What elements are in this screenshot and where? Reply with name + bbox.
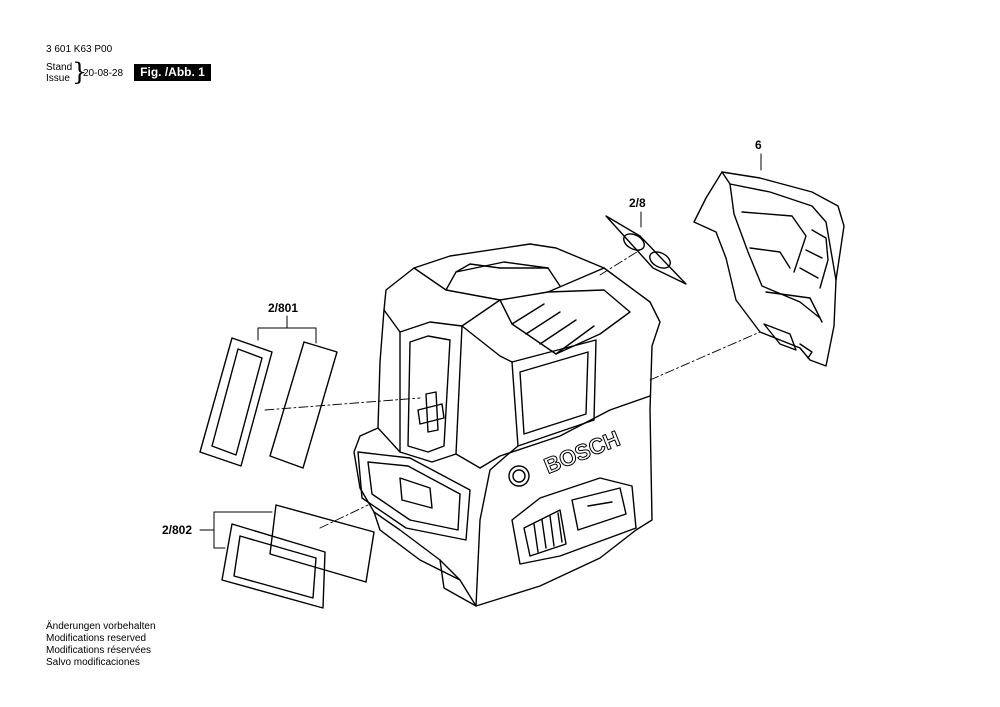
footer-note-es: Salvo modificaciones xyxy=(46,657,140,668)
part-2-802-windows xyxy=(221,504,375,609)
part-label-2-802: 2/802 xyxy=(162,523,192,537)
figure-badge: Fig. /Abb. 1 xyxy=(134,64,211,81)
document-number: 3 601 K63 P00 xyxy=(46,44,113,55)
footer-note-de: Änderungen vorbehalten xyxy=(46,621,156,632)
part-label-2-8: 2/8 xyxy=(629,196,646,210)
stand-label: Stand xyxy=(46,62,73,73)
alignment-lines xyxy=(264,249,761,529)
brace-icon: } xyxy=(72,58,88,86)
part-label-2-801: 2/801 xyxy=(268,301,298,315)
part-2-8-plate xyxy=(605,215,687,285)
laser-level-body xyxy=(353,243,661,607)
leader-lines xyxy=(199,153,762,549)
issue-label: Issue xyxy=(46,73,70,84)
part-2-801-windows xyxy=(199,337,338,469)
footer-notes: Änderungen vorbehalten Modifications res… xyxy=(46,621,156,669)
issue-date: 20-08-28 xyxy=(83,68,124,79)
footer-note-en: Modifications reserved xyxy=(46,633,147,644)
bosch-emblem-icon xyxy=(508,465,530,487)
stand-issue-block: Stand Issue } xyxy=(46,60,87,84)
part-6-cover xyxy=(693,171,845,367)
part-label-6: 6 xyxy=(755,138,762,152)
footer-note-fr: Modifications réservées xyxy=(46,645,152,656)
